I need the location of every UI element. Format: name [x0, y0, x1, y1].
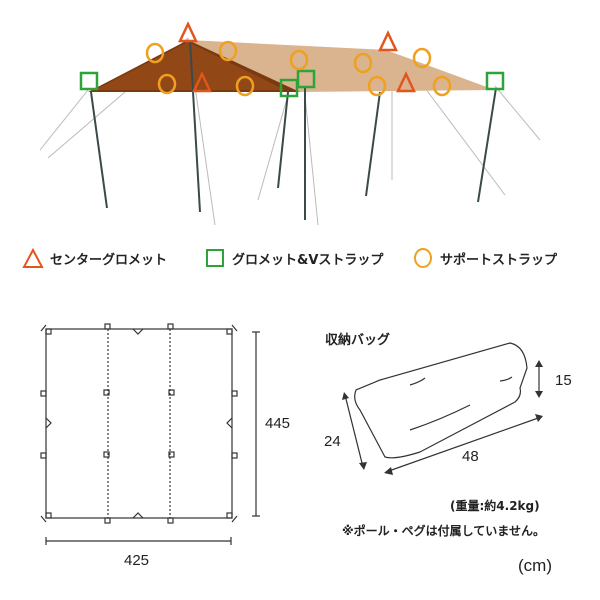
- legend-item-support-strap: サポートストラップ: [412, 247, 557, 269]
- bag-title: 収納バッグ: [325, 333, 391, 348]
- legend: センターグロメット グロメット&Vストラップ サポートストラップ: [0, 247, 600, 271]
- bag-diameter-label: 24: [324, 433, 341, 450]
- square-icon: [204, 247, 226, 269]
- triangle-icon: [22, 247, 44, 269]
- tarp-illustration: [39, 21, 541, 226]
- legend-label: グロメット&Vストラップ: [232, 252, 384, 268]
- tarp-height-label: 445: [265, 415, 291, 432]
- bag-length-label: 48: [462, 448, 479, 465]
- legend-item-center-grommet: センターグロメット: [22, 247, 167, 269]
- tarp-width-label: 425: [124, 552, 150, 569]
- legend-label: センターグロメット: [50, 252, 168, 268]
- bag-depth-label: 15: [555, 372, 572, 389]
- legend-item-grommet-v-strap: グロメット&Vストラップ: [204, 247, 383, 269]
- unit-note: (cm): [518, 556, 552, 575]
- circle-icon: [412, 247, 434, 269]
- legend-label: サポートストラップ: [440, 252, 558, 268]
- disclaimer-note: ※ポール・ペグは付属していません。: [342, 524, 545, 538]
- weight-note: (重量:約4.2kg): [450, 499, 540, 513]
